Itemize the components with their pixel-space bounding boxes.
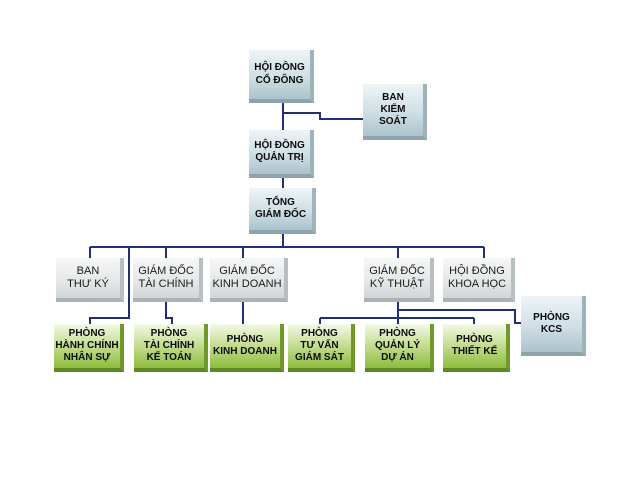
node-phong-kcs: PHÒNG KCS xyxy=(521,296,586,356)
node-ban-kiem-soat: BAN KIỂM SOÁT xyxy=(363,84,427,140)
line-branch-bks xyxy=(283,112,366,120)
node-hoi-dong-khoa-hoc: HỘI ĐỒNG KHOA HỌC xyxy=(443,258,515,302)
node-phong-quan-ly-du-an: PHÒNG QUẢN LÝ DỰ ÁN xyxy=(365,324,434,372)
node-phong-hanh-chinh-nhan-su: PHÒNG HÀNH CHÍNH NHÂN SỰ xyxy=(54,324,124,372)
node-phong-tai-chinh-ke-toan: PHÒNG TÀI CHÍNH KẾ TOÁN xyxy=(134,324,208,372)
node-hoi-dong-quan-tri: HỘI ĐỒNG QUẢN TRỊ xyxy=(249,130,314,178)
node-giam-doc-tai-chinh: GIÁM ĐỐC TÀI CHÍNH xyxy=(133,258,203,302)
node-hoi-dong-co-dong: HỘI ĐỒNG CỔ ĐÔNG xyxy=(249,50,314,103)
line-gdtc-ptckt xyxy=(165,302,173,324)
line-bus-phcns xyxy=(89,247,130,324)
node-phong-thiet-ke: PHÒNG THIẾT KẾ xyxy=(443,324,510,372)
line-gdkt-kcs xyxy=(398,309,522,324)
node-giam-doc-ky-thuat: GIÁM ĐỐC KỸ THUẬT xyxy=(364,258,434,302)
node-phong-kinh-doanh: PHÒNG KINH DOANH xyxy=(210,324,284,372)
node-ban-thu-ky: BAN THƯ KÝ xyxy=(56,258,124,302)
node-tong-giam-doc: TỔNG GIÁM ĐỐC xyxy=(249,188,316,234)
node-phong-tu-van-giam-sat: PHÒNG TƯ VẤN GIÁM SÁT xyxy=(288,324,355,372)
node-giam-doc-kinh-doanh: GIÁM ĐỐC KINH DOANH xyxy=(210,258,288,302)
